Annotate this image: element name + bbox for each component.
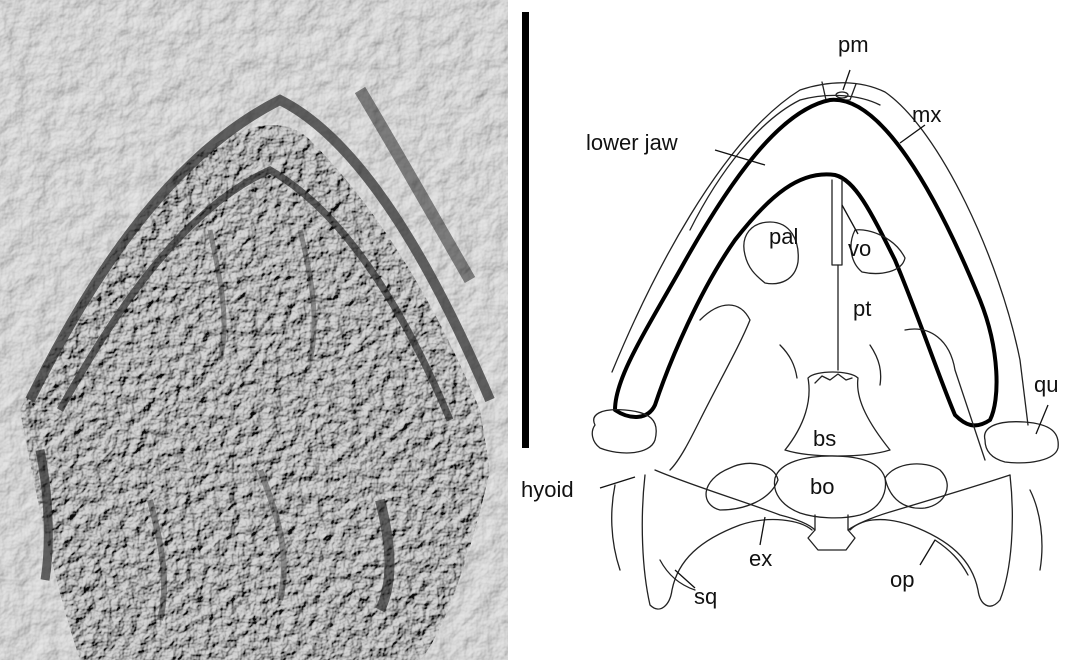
vomer-divider: [832, 180, 842, 265]
exoccipital-left: [706, 463, 778, 510]
skull-roof-edge: [642, 475, 812, 609]
label-ex: ex: [749, 546, 772, 571]
label-bo: bo: [810, 474, 834, 499]
hyoid-bar: [612, 485, 620, 570]
basisphenoid-nub: [815, 374, 852, 383]
op-leader: [920, 540, 935, 565]
label-pm: pm: [838, 32, 869, 57]
ex-leader: [760, 517, 765, 545]
vo-leader: [842, 205, 858, 234]
qu-leader: [1036, 405, 1048, 434]
fossil-photograph: [0, 0, 508, 660]
pm-leader: [843, 70, 850, 90]
skull-roof-edge-right: [850, 475, 1012, 606]
label-op: op: [890, 567, 914, 592]
mx-leader: [900, 125, 925, 143]
label-vo: vo: [848, 236, 871, 261]
occipital-condyle: [808, 515, 855, 550]
pterygoid-ridge-left: [780, 345, 797, 378]
basisphenoid: [785, 372, 890, 456]
scale-bar: [522, 12, 529, 448]
pterygoid-ridge-right: [870, 345, 881, 385]
opercular: [935, 540, 968, 575]
maxilla-inner-outline: [690, 95, 880, 230]
squamosal: [660, 560, 695, 590]
pterygoid-left: [670, 305, 750, 470]
label-lower-jaw: lower jaw: [586, 130, 678, 155]
label-bs: bs: [813, 426, 836, 451]
label-pal: pal: [769, 224, 798, 249]
quadrate-right: [985, 422, 1059, 463]
label-qu: qu: [1034, 372, 1058, 397]
exoccipital-right: [885, 464, 947, 508]
skull-line-drawing: pm mx lower jaw pal vo pt qu bs bo hyoid…: [508, 0, 1079, 660]
label-pt: pt: [853, 296, 871, 321]
label-mx: mx: [912, 102, 941, 127]
hyoid-bar-right: [1030, 490, 1042, 570]
label-sq: sq: [694, 584, 717, 609]
hyoid-leader: [600, 477, 635, 488]
label-hyoid: hyoid: [521, 477, 574, 502]
